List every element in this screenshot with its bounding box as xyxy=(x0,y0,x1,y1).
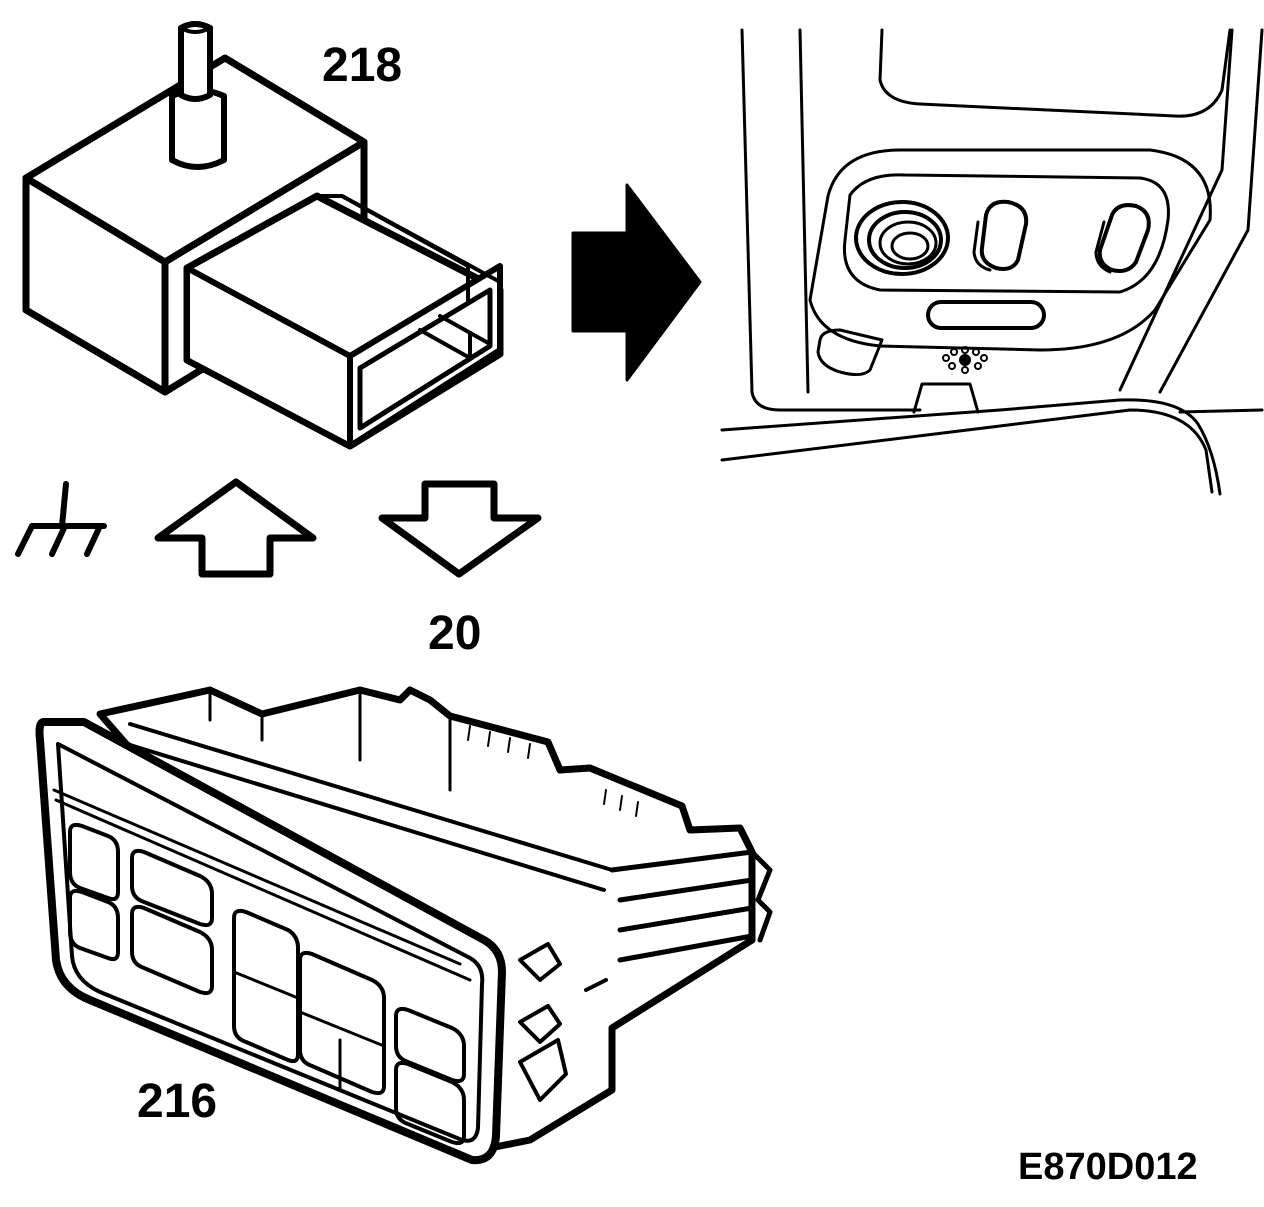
control-unit-number-label: 216 xyxy=(137,1075,218,1128)
ground-symbol-icon xyxy=(15,481,107,557)
arrow-down-outline-icon xyxy=(378,480,542,578)
control-unit-216 xyxy=(35,686,773,1165)
signal-number-label: 20 xyxy=(428,607,482,660)
sensor-218 xyxy=(22,21,504,450)
control-buttons xyxy=(68,822,466,1146)
arrow-right-solid-icon xyxy=(571,183,702,382)
sensor-holes xyxy=(942,346,988,374)
sensor-connector xyxy=(183,192,504,450)
headliner-view xyxy=(720,28,1264,496)
figure-code-label: E870D012 xyxy=(1018,1146,1198,1188)
arrow-up-outline-icon xyxy=(154,478,317,578)
sensor-number-label: 218 xyxy=(322,39,403,92)
